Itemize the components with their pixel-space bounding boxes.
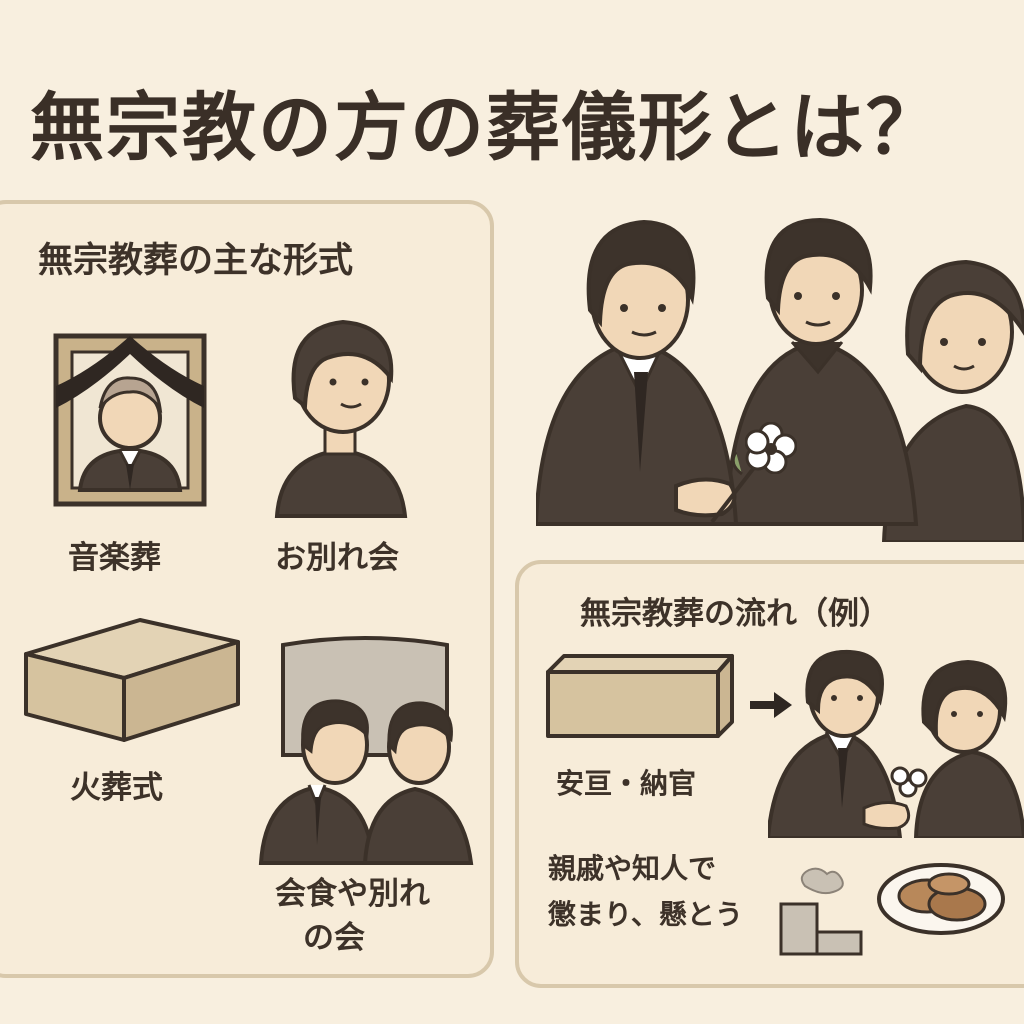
white-flower-icon: [745, 422, 797, 474]
flower-offering-illustration: [768, 649, 1024, 838]
mourners-with-grave-illustration: [258, 636, 474, 865]
farewell-party-label: お別れ会: [275, 540, 399, 576]
flow-heading: 無宗教葬の流れ（例）: [580, 596, 890, 632]
laying-in-state-label: 安亘・納官: [556, 767, 697, 800]
gathering-line-1: 親戚や知人で: [548, 852, 717, 885]
memorial-portrait-illustration: [53, 333, 207, 507]
dinner-farewell-label: 会食や別れ の会: [275, 872, 430, 960]
page-title: 無宗教の方の葬儀形とは？: [30, 85, 942, 171]
food-plate-icon: [877, 863, 1005, 935]
right-arrow-icon: [750, 692, 792, 718]
gathering-line-2: 懲まり、懸とう: [548, 898, 743, 931]
dinner-farewell-line-1: 会食や別れ: [275, 876, 430, 912]
three-mourners-illustration: [536, 217, 1024, 542]
gathering-label: 親戚や知人で 懲まり、懸とう: [548, 846, 743, 938]
incense-stand-illustration: [779, 867, 863, 956]
music-funeral-label: 音楽葬: [68, 540, 161, 576]
coffin-box-illustration: [24, 618, 240, 742]
laying-in-state-box-illustration: [546, 654, 734, 738]
formats-heading: 無宗教葬の主な形式: [38, 241, 354, 281]
farewell-woman-illustration: [274, 319, 408, 518]
cremation-label: 火葬式: [70, 770, 163, 806]
dinner-farewell-line-2: の会: [303, 920, 365, 956]
